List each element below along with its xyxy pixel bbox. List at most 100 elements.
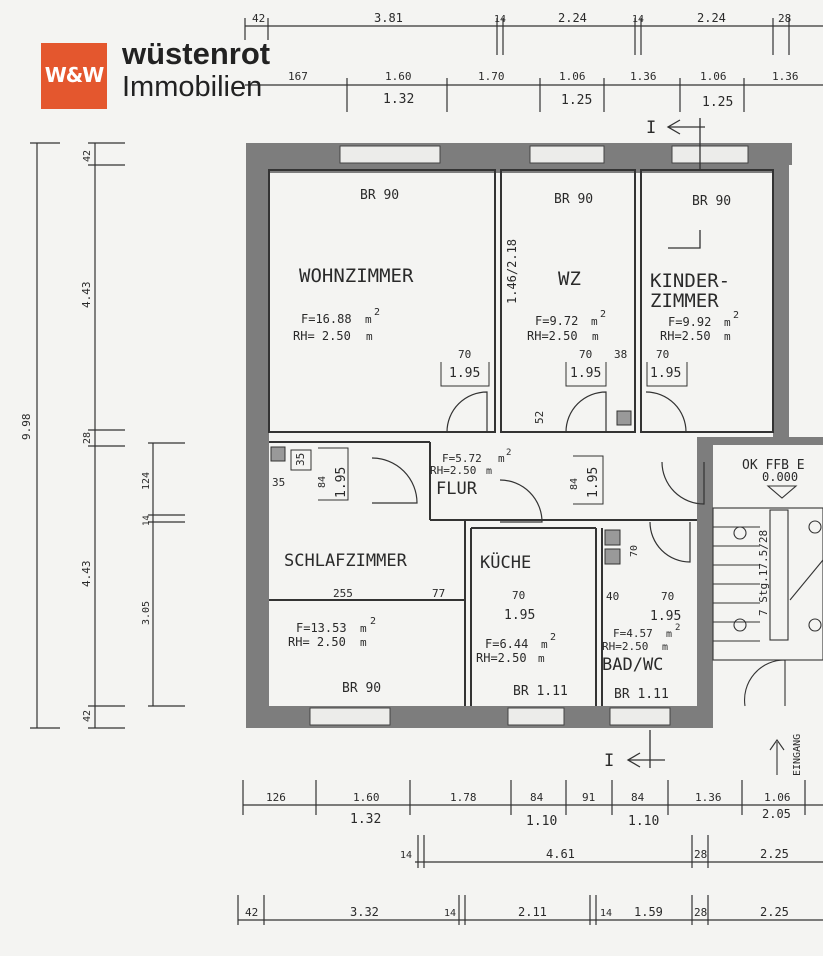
dim-b2-28: 28 bbox=[694, 848, 707, 861]
wz-window: BR 90 bbox=[554, 192, 593, 207]
kueche-sup: 2 bbox=[550, 632, 556, 643]
door-dim-70a: 70 bbox=[458, 348, 471, 361]
flur-area: F=5.72 bbox=[442, 452, 482, 465]
wohnzimmer-window: BR 90 bbox=[360, 188, 399, 203]
kueche-height-unit: m bbox=[538, 652, 545, 665]
dim-left-124: 124 bbox=[141, 472, 152, 490]
top-dimension-row-2 bbox=[245, 78, 823, 112]
schlaf-window: BR 90 bbox=[342, 681, 381, 696]
kueche-dim-195: 1.95 bbox=[504, 608, 535, 623]
door-dim-38: 38 bbox=[614, 348, 627, 361]
door-dim-195c: 1.95 bbox=[650, 366, 681, 381]
flur-height-unit: m bbox=[486, 466, 492, 477]
kinder-window: BR 90 bbox=[692, 194, 731, 209]
bad-sup: 2 bbox=[675, 623, 680, 633]
dim-b2-225: 2.25 bbox=[760, 847, 789, 861]
wohnzimmer-height: RH= 2.50 bbox=[293, 329, 351, 343]
dim-top-224a: 2.24 bbox=[558, 11, 587, 25]
schlaf-dim-255: 255 bbox=[333, 587, 353, 600]
dim-b3-159: 1.59 bbox=[634, 905, 663, 919]
door-dimension-boxes bbox=[318, 362, 688, 505]
dim-b3-28: 28 bbox=[694, 906, 707, 919]
bad-area: F=4.57 bbox=[613, 627, 653, 640]
dim-b3-14a: 14 bbox=[444, 908, 456, 919]
wz-door-dim: 1.46/2.18 bbox=[505, 239, 519, 304]
flur-sup: 2 bbox=[506, 448, 511, 458]
wohnzimmer-area: F=16.88 bbox=[301, 312, 352, 326]
door-dim-35a: 35 bbox=[294, 453, 307, 466]
entrance-label: EINGANG bbox=[792, 734, 803, 776]
wohnzimmer-name: WOHNZIMMER bbox=[299, 265, 414, 287]
wz-height-unit: m bbox=[592, 330, 599, 343]
dim-left-28: 28 bbox=[82, 432, 93, 444]
dim-125b: 1.25 bbox=[702, 95, 733, 110]
stairs-label: 7 Stg.17.5/28 bbox=[757, 530, 770, 616]
dim-170: 1.70 bbox=[478, 70, 505, 83]
door-dim-84b: 84 bbox=[569, 478, 580, 490]
dim-136a: 1.36 bbox=[630, 70, 657, 83]
bad-dim-195: 1.95 bbox=[650, 609, 681, 624]
section-label-top: I bbox=[646, 118, 656, 138]
bad-height-unit: m bbox=[662, 642, 668, 653]
dim-b-136: 1.36 bbox=[695, 791, 722, 804]
dim-b-91: 91 bbox=[582, 791, 595, 804]
brand-name: wüstenrot bbox=[122, 36, 271, 71]
bad-name: BAD/WC bbox=[602, 655, 663, 675]
dim-b2-461: 4.61 bbox=[546, 847, 575, 861]
dim-top-28: 28 bbox=[778, 12, 791, 25]
shafts bbox=[270, 410, 632, 565]
dim-b3-42: 42 bbox=[245, 906, 258, 919]
bad-height: RH=2.50 bbox=[602, 640, 648, 653]
schlaf-height-unit: m bbox=[360, 636, 367, 649]
kueche-name: KÜCHE bbox=[480, 551, 531, 573]
kueche-dim-70: 70 bbox=[512, 589, 525, 602]
wz-unit: m bbox=[591, 315, 598, 328]
dim-top-14b: 14 bbox=[632, 14, 644, 25]
dim-b-84b: 84 bbox=[631, 791, 645, 804]
bottom-dimension-lines bbox=[237, 780, 823, 925]
dim-top-14a: 14 bbox=[494, 14, 506, 25]
door-dim-35b: 35 bbox=[272, 476, 285, 489]
dim-left-42a: 42 bbox=[82, 150, 93, 162]
kinder-name-1: KINDER- bbox=[650, 270, 730, 292]
door-dim-195e: 1.95 bbox=[586, 467, 601, 498]
wuestenrot-logo-icon: W&W bbox=[41, 43, 107, 109]
dim-top-42: 42 bbox=[252, 12, 265, 25]
dim-b-132: 1.32 bbox=[350, 812, 381, 827]
dim-left-443b: 4.43 bbox=[80, 561, 93, 588]
schlaf-area: F=13.53 bbox=[296, 621, 347, 635]
wz-area: F=9.72 bbox=[535, 314, 578, 328]
dim-132: 1.32 bbox=[383, 92, 414, 107]
dim-left-305: 3.05 bbox=[141, 601, 152, 625]
logo-mark: W&W bbox=[44, 63, 105, 87]
wz-name: WZ bbox=[558, 268, 581, 290]
dim-b3-332: 3.32 bbox=[350, 905, 379, 919]
door-dim-70b: 70 bbox=[579, 348, 592, 361]
dim-b-106: 1.06 bbox=[764, 791, 791, 804]
door-dim-84a: 84 bbox=[317, 476, 328, 488]
dim-b-160: 1.60 bbox=[353, 791, 380, 804]
kueche-area: F=6.44 bbox=[485, 637, 528, 651]
dim-136b: 1.36 bbox=[772, 70, 799, 83]
kinder-area: F=9.92 bbox=[668, 315, 711, 329]
walls bbox=[246, 143, 823, 728]
ok-ffb-value: 0.000 bbox=[762, 470, 798, 484]
dim-b3-225: 2.25 bbox=[760, 905, 789, 919]
flur-height: RH=2.50 bbox=[430, 464, 476, 477]
flur-name: FLUR bbox=[436, 479, 478, 499]
door-swings bbox=[371, 391, 705, 563]
schlaf-name: SCHLAFZIMMER bbox=[284, 551, 408, 571]
wz-sup: 2 bbox=[600, 309, 606, 320]
kueche-window: BR 1.11 bbox=[513, 684, 568, 699]
door-dim-195b: 1.95 bbox=[570, 366, 601, 381]
kinder-sup: 2 bbox=[733, 310, 739, 321]
kinder-unit: m bbox=[724, 316, 731, 329]
dim-left-42b: 42 bbox=[82, 710, 93, 722]
dim-b-178: 1.78 bbox=[450, 791, 477, 804]
door-dim-52: 52 bbox=[533, 411, 546, 424]
wohnzimmer-sup: 2 bbox=[374, 307, 380, 318]
top-dimension-row-1 bbox=[244, 18, 823, 55]
dim-b3-211: 2.11 bbox=[518, 905, 547, 919]
wohnzimmer-unit: m bbox=[365, 313, 372, 326]
